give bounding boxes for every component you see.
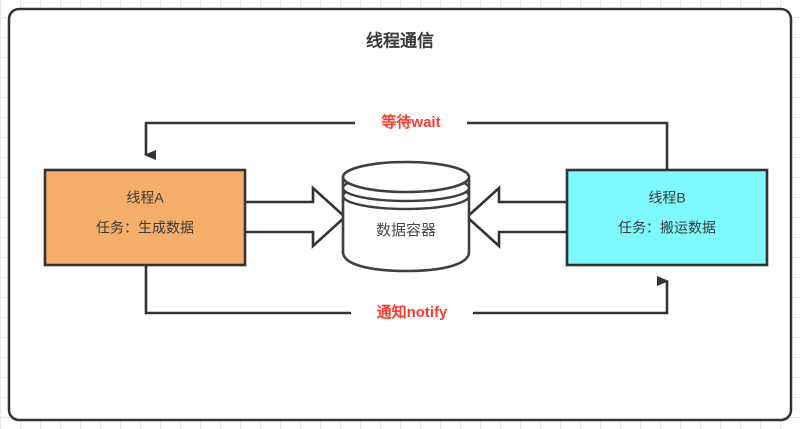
edge-wait-label: 等待wait — [381, 113, 440, 131]
edge-notify-label: 通知notify — [377, 303, 448, 321]
edge-produce-block-arrow — [241, 185, 347, 249]
node-thread-a-name: 线程A — [126, 190, 164, 206]
page-title: 线程通信 — [366, 30, 434, 50]
node-thread-a[interactable]: 线程A 任务：生成数据 — [43, 168, 247, 267]
node-thread-b-task: 任务：搬运数据 — [618, 220, 716, 236]
edge-consume-block-arrow — [465, 185, 571, 249]
cylinder-top-cap — [341, 160, 471, 194]
edge-wait-label-bg — [355, 112, 467, 134]
node-thread-a-box[interactable] — [43, 168, 247, 267]
node-thread-a-task: 任务：生成数据 — [96, 220, 194, 236]
node-data-container-label: 数据容器 — [376, 222, 436, 239]
node-thread-b-box[interactable] — [565, 168, 769, 267]
node-thread-b[interactable]: 线程B 任务：搬运数据 — [565, 168, 769, 267]
edge-notify-label-bg — [351, 302, 473, 324]
node-data-container[interactable]: 数据容器 — [341, 160, 471, 273]
node-thread-b-name: 线程B — [648, 190, 685, 206]
